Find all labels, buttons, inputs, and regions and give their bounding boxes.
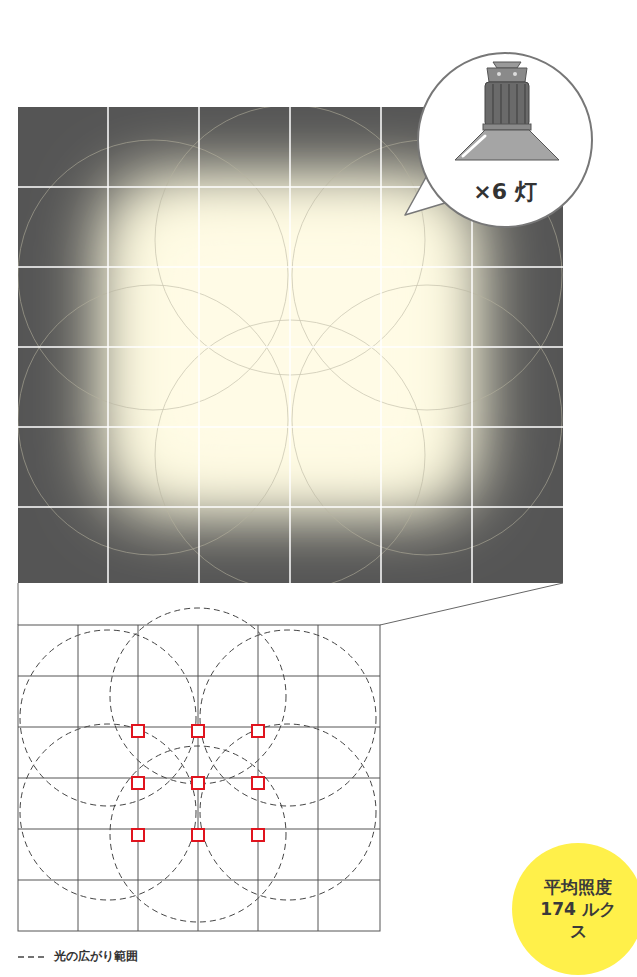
illuminance-value: 平均照度 174 ルクス [538, 876, 618, 942]
illuminance-badge: 平均照度 174 ルクス [512, 843, 637, 975]
lamp-callout: ×6 灯 [417, 52, 593, 228]
legend-line [18, 952, 48, 962]
lamp-count: ×6 灯 [473, 178, 536, 207]
legend-text: 光の広がり範囲 [54, 948, 138, 965]
plan-grid [18, 625, 380, 931]
measure-points [132, 725, 264, 841]
legend-row: 光の広がり範囲 [18, 948, 138, 965]
light-spread [20, 608, 376, 922]
projection-lines [18, 583, 563, 625]
lamp-icon [447, 56, 567, 166]
